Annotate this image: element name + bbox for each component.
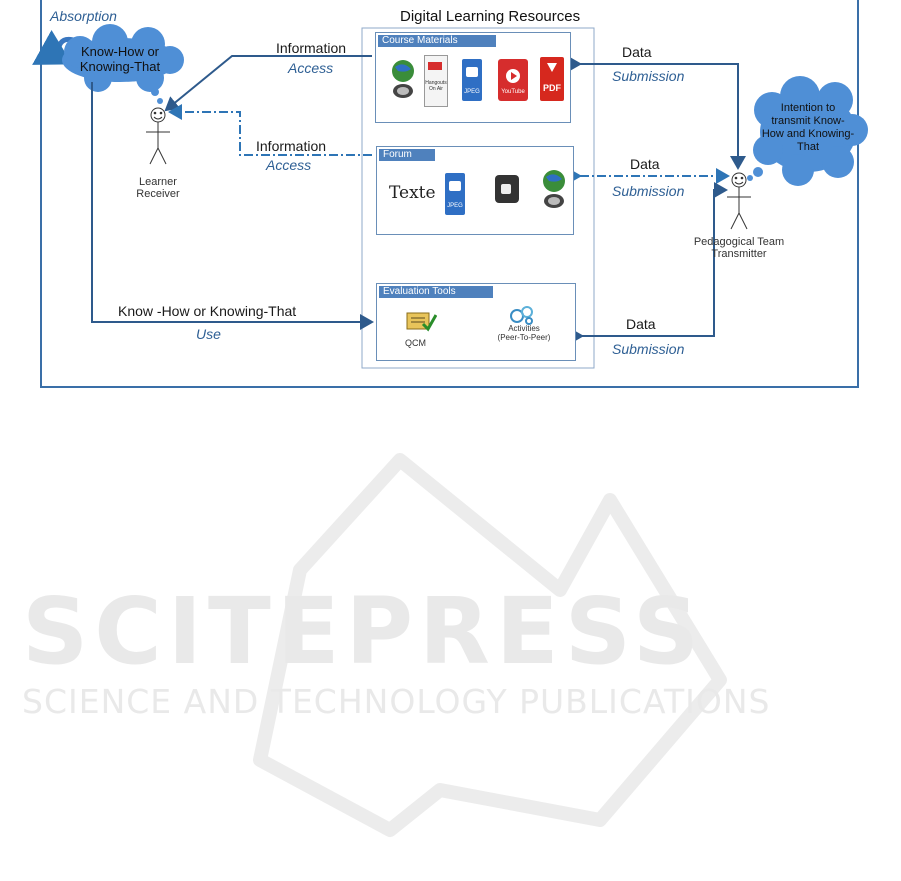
forum-panel: Forum Texte JPEG: [376, 146, 574, 235]
info-access-arrow-2: [168, 104, 372, 156]
info-access-label-1: Information: [276, 40, 347, 56]
pdf-icon-text: PDF: [543, 83, 561, 93]
info-access-arrow-1: [164, 55, 372, 112]
teacher-label-line-2: Transmitter: [711, 248, 767, 260]
intention-line-1: Intention to: [780, 102, 836, 114]
course-materials-title: Course Materials: [378, 35, 496, 47]
knowledge-cloud-line-2: Knowing-That: [79, 59, 161, 74]
jpeg-icon: JPEG: [445, 173, 465, 215]
data-label-3: Data: [626, 316, 656, 332]
diagram-canvas: [32, 24, 868, 369]
data-label-1: Data: [622, 44, 652, 60]
jpeg-camera-icon: [449, 181, 461, 191]
learner-label-line-2: Receiver: [136, 188, 180, 200]
learner-figure: [146, 107, 170, 165]
absorption-label: Absorption: [50, 8, 117, 24]
pdf-icon: PDF: [540, 57, 564, 101]
forum-title: Forum: [379, 149, 435, 161]
qcm-icon: [406, 312, 437, 332]
learner-label: Learner Receiver: [128, 176, 188, 200]
qcm-label: QCM: [405, 338, 426, 348]
activities-label: Activities (Peer-To-Peer): [489, 324, 559, 342]
intention-cloud-text: Intention to transmit Know- How and Know…: [758, 102, 858, 154]
jpeg-icon-text: JPEG: [447, 203, 463, 209]
knowledge-cloud-text: Know-How or Knowing-That: [72, 44, 168, 74]
info-access-label-2: Information: [256, 138, 327, 154]
watermark-text: SCITEPRESS: [22, 578, 706, 685]
intention-line-3: How and Knowing-: [761, 128, 855, 140]
learner-label-line-1: Learner: [139, 176, 177, 188]
youtube-icon-text: YouTube: [501, 89, 525, 95]
pdf-arrow-icon: [547, 63, 557, 72]
resources-title: Digital Learning Resources: [400, 8, 581, 25]
data-verb-1: Submission: [612, 68, 685, 84]
knowledge-cloud-line-1: Know-How or: [80, 44, 160, 59]
video-icon: [495, 175, 519, 203]
use-verb: Use: [196, 326, 221, 342]
info-access-verb-2: Access: [266, 157, 312, 173]
intention-line-2: transmit Know-: [771, 115, 845, 127]
knowledge-cloud: [62, 24, 184, 104]
course-materials-panel: Course Materials Hangouts On Air JPEG Yo…: [375, 32, 571, 123]
data-submission-arrow-1: [568, 56, 746, 170]
youtube-icon: YouTube: [498, 59, 528, 101]
video-camera-icon: [501, 184, 511, 194]
teacher-figure: [727, 172, 751, 230]
evaluation-tools-title: Evaluation Tools: [379, 286, 493, 298]
document-icon-badge: [428, 62, 442, 70]
intention-line-4: That: [796, 141, 819, 153]
teacher-label-line-1: Pedagogical Team: [693, 236, 785, 248]
texte-icon: Texte: [389, 183, 436, 203]
diagram-frame: [40, 0, 859, 388]
globe-icon: [392, 60, 414, 98]
use-arrow: [91, 82, 374, 330]
document-icon-text: Hangouts On Air: [425, 80, 447, 92]
watermark-subtext: SCIENCE AND TECHNOLOGY PUBLICATIONS: [22, 682, 771, 721]
activities-label-line-2: (Peer-To-Peer): [497, 333, 551, 342]
data-verb-3: Submission: [612, 341, 685, 357]
data-verb-2: Submission: [612, 183, 685, 199]
globe-icon: [543, 170, 565, 208]
teacher-label: Pedagogical Team Transmitter: [684, 236, 794, 260]
activities-icon: [510, 306, 533, 325]
jpeg-camera-icon: [466, 67, 478, 77]
youtube-play-triangle: [511, 72, 517, 80]
data-label-2: Data: [630, 156, 660, 172]
intention-cloud: [747, 76, 868, 186]
activities-label-line-1: Activities: [508, 324, 540, 333]
document-icon: Hangouts On Air: [424, 55, 448, 107]
data-submission-arrow-3: [570, 182, 728, 344]
evaluation-tools-panel: Evaluation Tools QCM Activities (Peer-To…: [376, 283, 576, 361]
info-access-verb-1: Access: [288, 60, 334, 76]
use-label: Know -How or Knowing-That: [118, 303, 297, 319]
jpeg-icon-text: JPEG: [464, 89, 480, 95]
jpeg-icon: JPEG: [462, 59, 482, 101]
